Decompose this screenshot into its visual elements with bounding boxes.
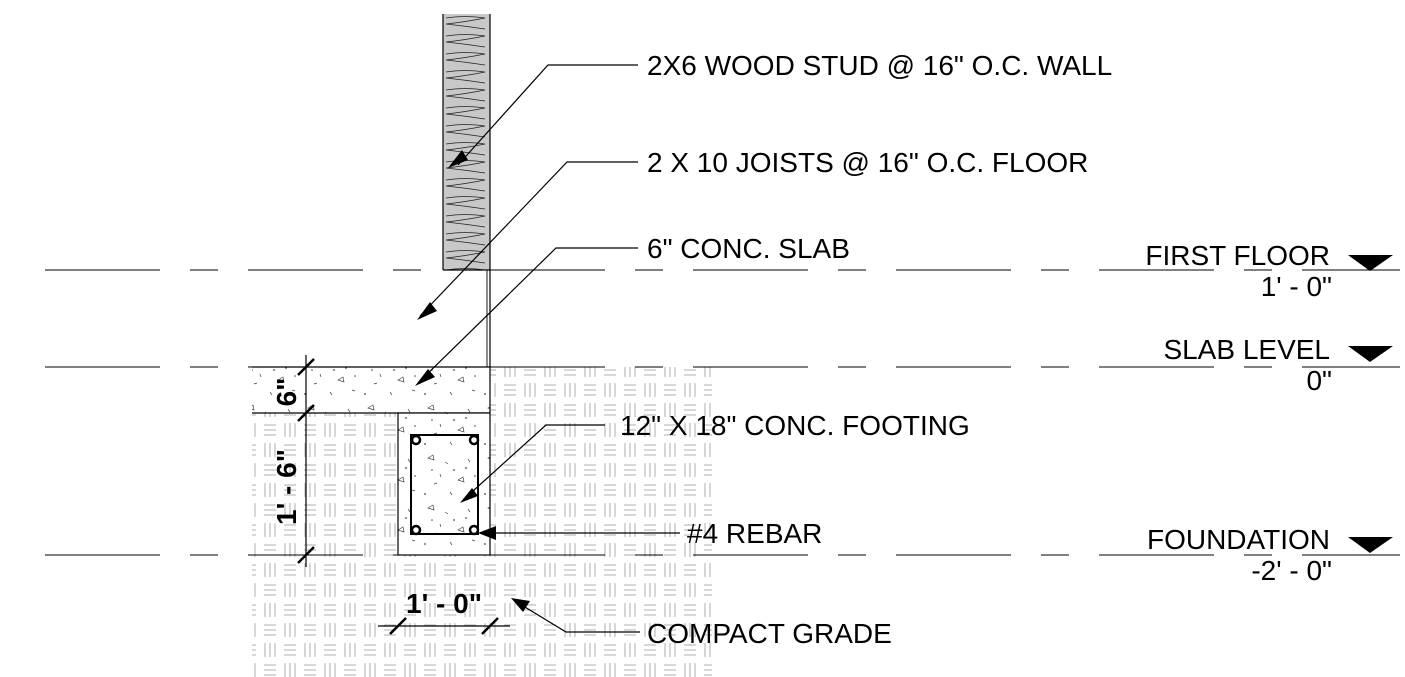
leader-rebar: [478, 526, 680, 540]
leader-wall: [448, 64, 638, 168]
dimension-footing-width: 1' - 0": [378, 588, 510, 635]
dimension-label-footing-depth: 1' - 6": [271, 449, 302, 525]
arrow-icon: [478, 526, 496, 540]
rebar-bottom-left: [410, 524, 422, 536]
arrow-icon: [448, 150, 468, 168]
callout-grade: COMPACT GRADE: [647, 618, 892, 649]
level-elevation-first-floor: 1' - 0": [1261, 271, 1332, 302]
callout-slab: 6" CONC. SLAB: [647, 233, 850, 264]
rebar-top-right: [468, 434, 480, 446]
rebar-top-left: [410, 434, 422, 446]
dimension-slab-thickness: 6": [271, 355, 315, 422]
arrow-icon: [460, 488, 478, 503]
level-marker-slab-icon: [1348, 346, 1393, 362]
leader-slab: [415, 247, 638, 386]
leader-footing: [460, 424, 605, 503]
rebar-bottom-right: [468, 524, 480, 536]
level-marker-foundation-icon: [1348, 537, 1393, 553]
dimension-footing-depth: 1' - 6": [271, 413, 315, 567]
arrow-icon: [511, 598, 530, 612]
wood-stud-wall: [442, 14, 491, 367]
level-name-foundation: FOUNDATION: [1147, 524, 1330, 555]
dimension-label-slab: 6": [271, 378, 302, 407]
level-name-slab: SLAB LEVEL: [1163, 334, 1330, 365]
level-elevation-foundation: -2' - 0": [1251, 555, 1332, 586]
callout-wall: 2X6 WOOD STUD @ 16" O.C. WALL: [647, 50, 1112, 81]
arrow-icon: [415, 369, 435, 386]
callout-footing: 12" X 18" CONC. FOOTING: [620, 410, 970, 441]
concrete-slab: [252, 366, 491, 414]
dimension-label-footing-width: 1' - 0": [406, 588, 482, 619]
level-name-first-floor: FIRST FLOOR: [1145, 240, 1330, 271]
level-marker-first-floor-icon: [1348, 255, 1393, 271]
leader-joists: [417, 161, 638, 320]
rebar-cage: [410, 434, 480, 536]
arrow-icon: [417, 302, 437, 320]
leader-grade: [511, 598, 640, 633]
callout-joists: 2 X 10 JOISTS @ 16" O.C. FLOOR: [647, 147, 1088, 178]
callout-rebar: #4 REBAR: [687, 518, 822, 549]
level-elevation-slab: 0": [1306, 365, 1332, 396]
